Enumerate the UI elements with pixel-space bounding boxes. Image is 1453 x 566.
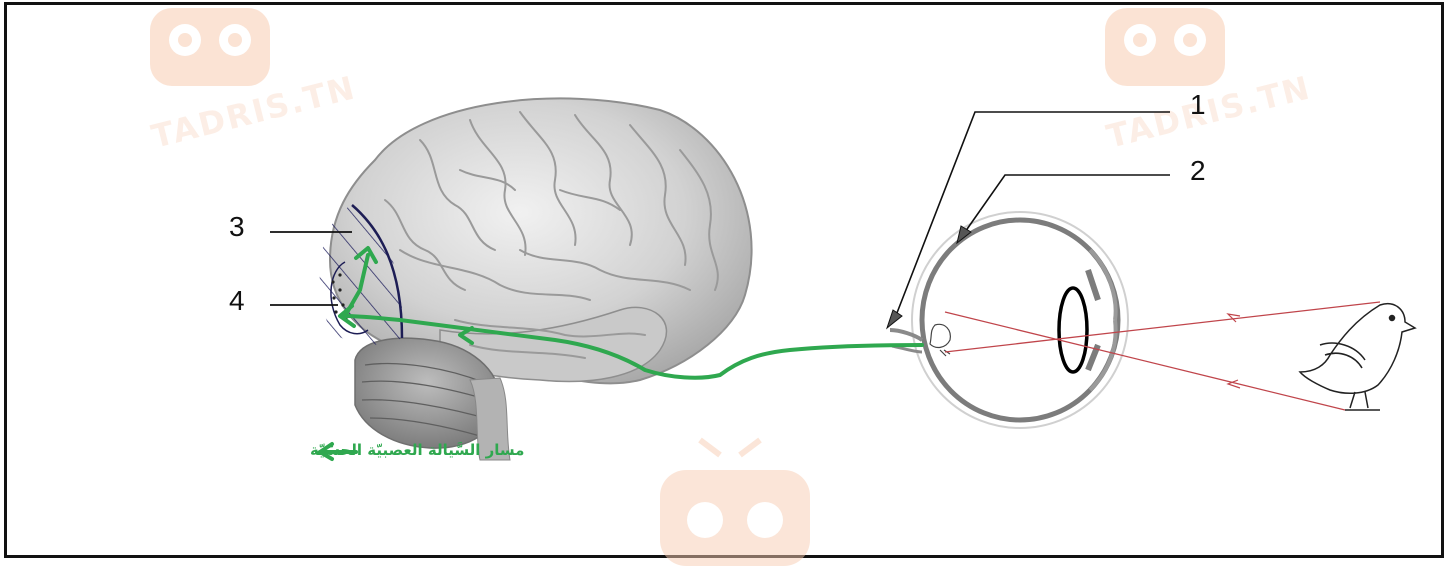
watermark-robot-logo (1105, 8, 1225, 86)
label-1: 1 (1190, 89, 1206, 120)
watermark-top-right: TADRIS.TN (1103, 8, 1315, 156)
legend: مسار السَّيالة العصبيّة الحسّيّة (310, 441, 524, 459)
eye-illustration (890, 212, 1128, 428)
watermark-top-left: TADRIS.TN (148, 8, 360, 156)
bird-illustration (1300, 304, 1415, 410)
lens (1059, 288, 1087, 372)
watermark-bottom-center (660, 440, 810, 566)
label-4: 4 (229, 285, 245, 316)
watermark-robot-logo (660, 440, 810, 566)
light-rays (945, 302, 1380, 410)
label-2: 2 (1190, 155, 1206, 186)
watermark-robot-logo (150, 8, 270, 86)
label-3: 3 (229, 211, 245, 242)
